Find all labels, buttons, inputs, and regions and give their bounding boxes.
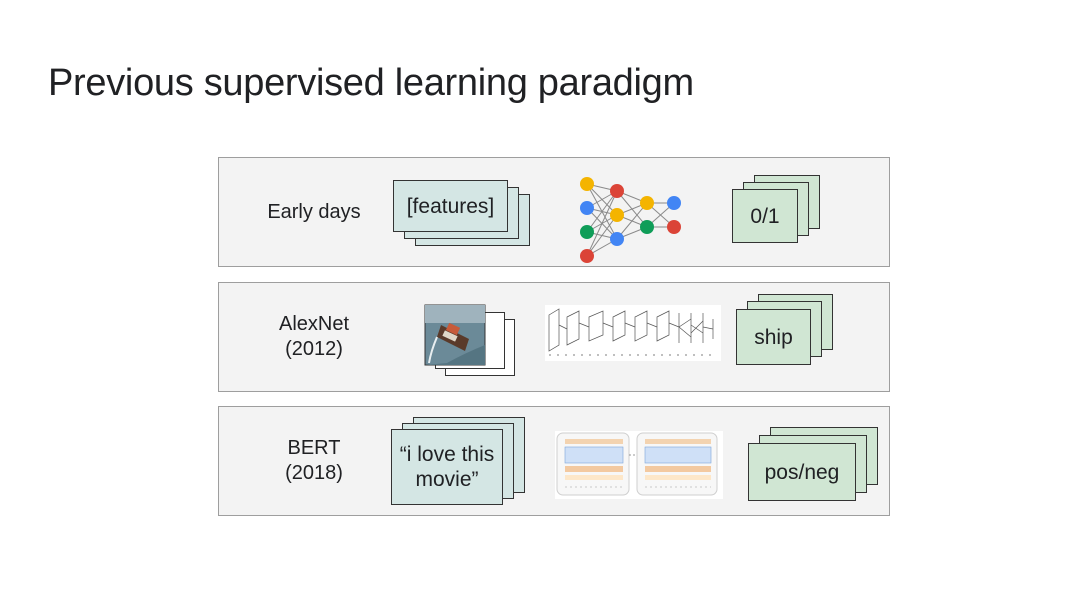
row-label-alexnet: AlexNet (2012)	[219, 283, 409, 391]
row-early-days: Early days [features]	[218, 157, 890, 267]
row-label-early-days: Early days	[219, 158, 409, 266]
stack-card-front: “i love this movie”	[391, 429, 503, 505]
row-label-line: Early days	[267, 200, 361, 223]
sentence-line: “i love this	[399, 443, 495, 466]
row-label-line: (2018)	[285, 462, 343, 484]
neural-network-icon	[580, 177, 681, 263]
binary-output-text: 0/1	[750, 204, 780, 228]
features-input-stack: [features]	[393, 180, 531, 246]
row-label-line: AlexNet	[278, 313, 350, 335]
row-alexnet: AlexNet (2012)	[218, 282, 890, 392]
row-label-bert: BERT (2018)	[219, 407, 409, 515]
image-input-stack	[424, 304, 517, 377]
stack-card-front: ship	[736, 309, 811, 365]
features-input-text: [features]	[406, 194, 495, 218]
sentiment-output-stack: pos/neg	[748, 427, 878, 501]
row-label-line: BERT	[287, 437, 341, 459]
sentence-line: movie”	[415, 468, 479, 491]
bert-pretraining-finetuning-diagram	[555, 431, 723, 499]
ship-photo	[424, 304, 486, 366]
alexnet-architecture-diagram	[545, 305, 721, 361]
slide-title: Previous supervised learning paradigm	[48, 62, 694, 104]
row-label-line: (2012)	[285, 338, 343, 360]
stack-card-front: pos/neg	[748, 443, 856, 501]
class-output-stack: ship	[736, 294, 833, 365]
binary-output-stack: 0/1	[732, 175, 820, 243]
sentence-input-text: “i love this movie”	[392, 430, 502, 504]
class-output-text: ship	[754, 325, 793, 349]
stack-card-front: [features]	[393, 180, 508, 232]
text-input-stack: “i love this movie”	[391, 417, 527, 505]
sentiment-output-text: pos/neg	[764, 460, 840, 484]
row-bert: BERT (2018) “i love this movie”	[218, 406, 890, 516]
stack-card-front: 0/1	[732, 189, 798, 243]
